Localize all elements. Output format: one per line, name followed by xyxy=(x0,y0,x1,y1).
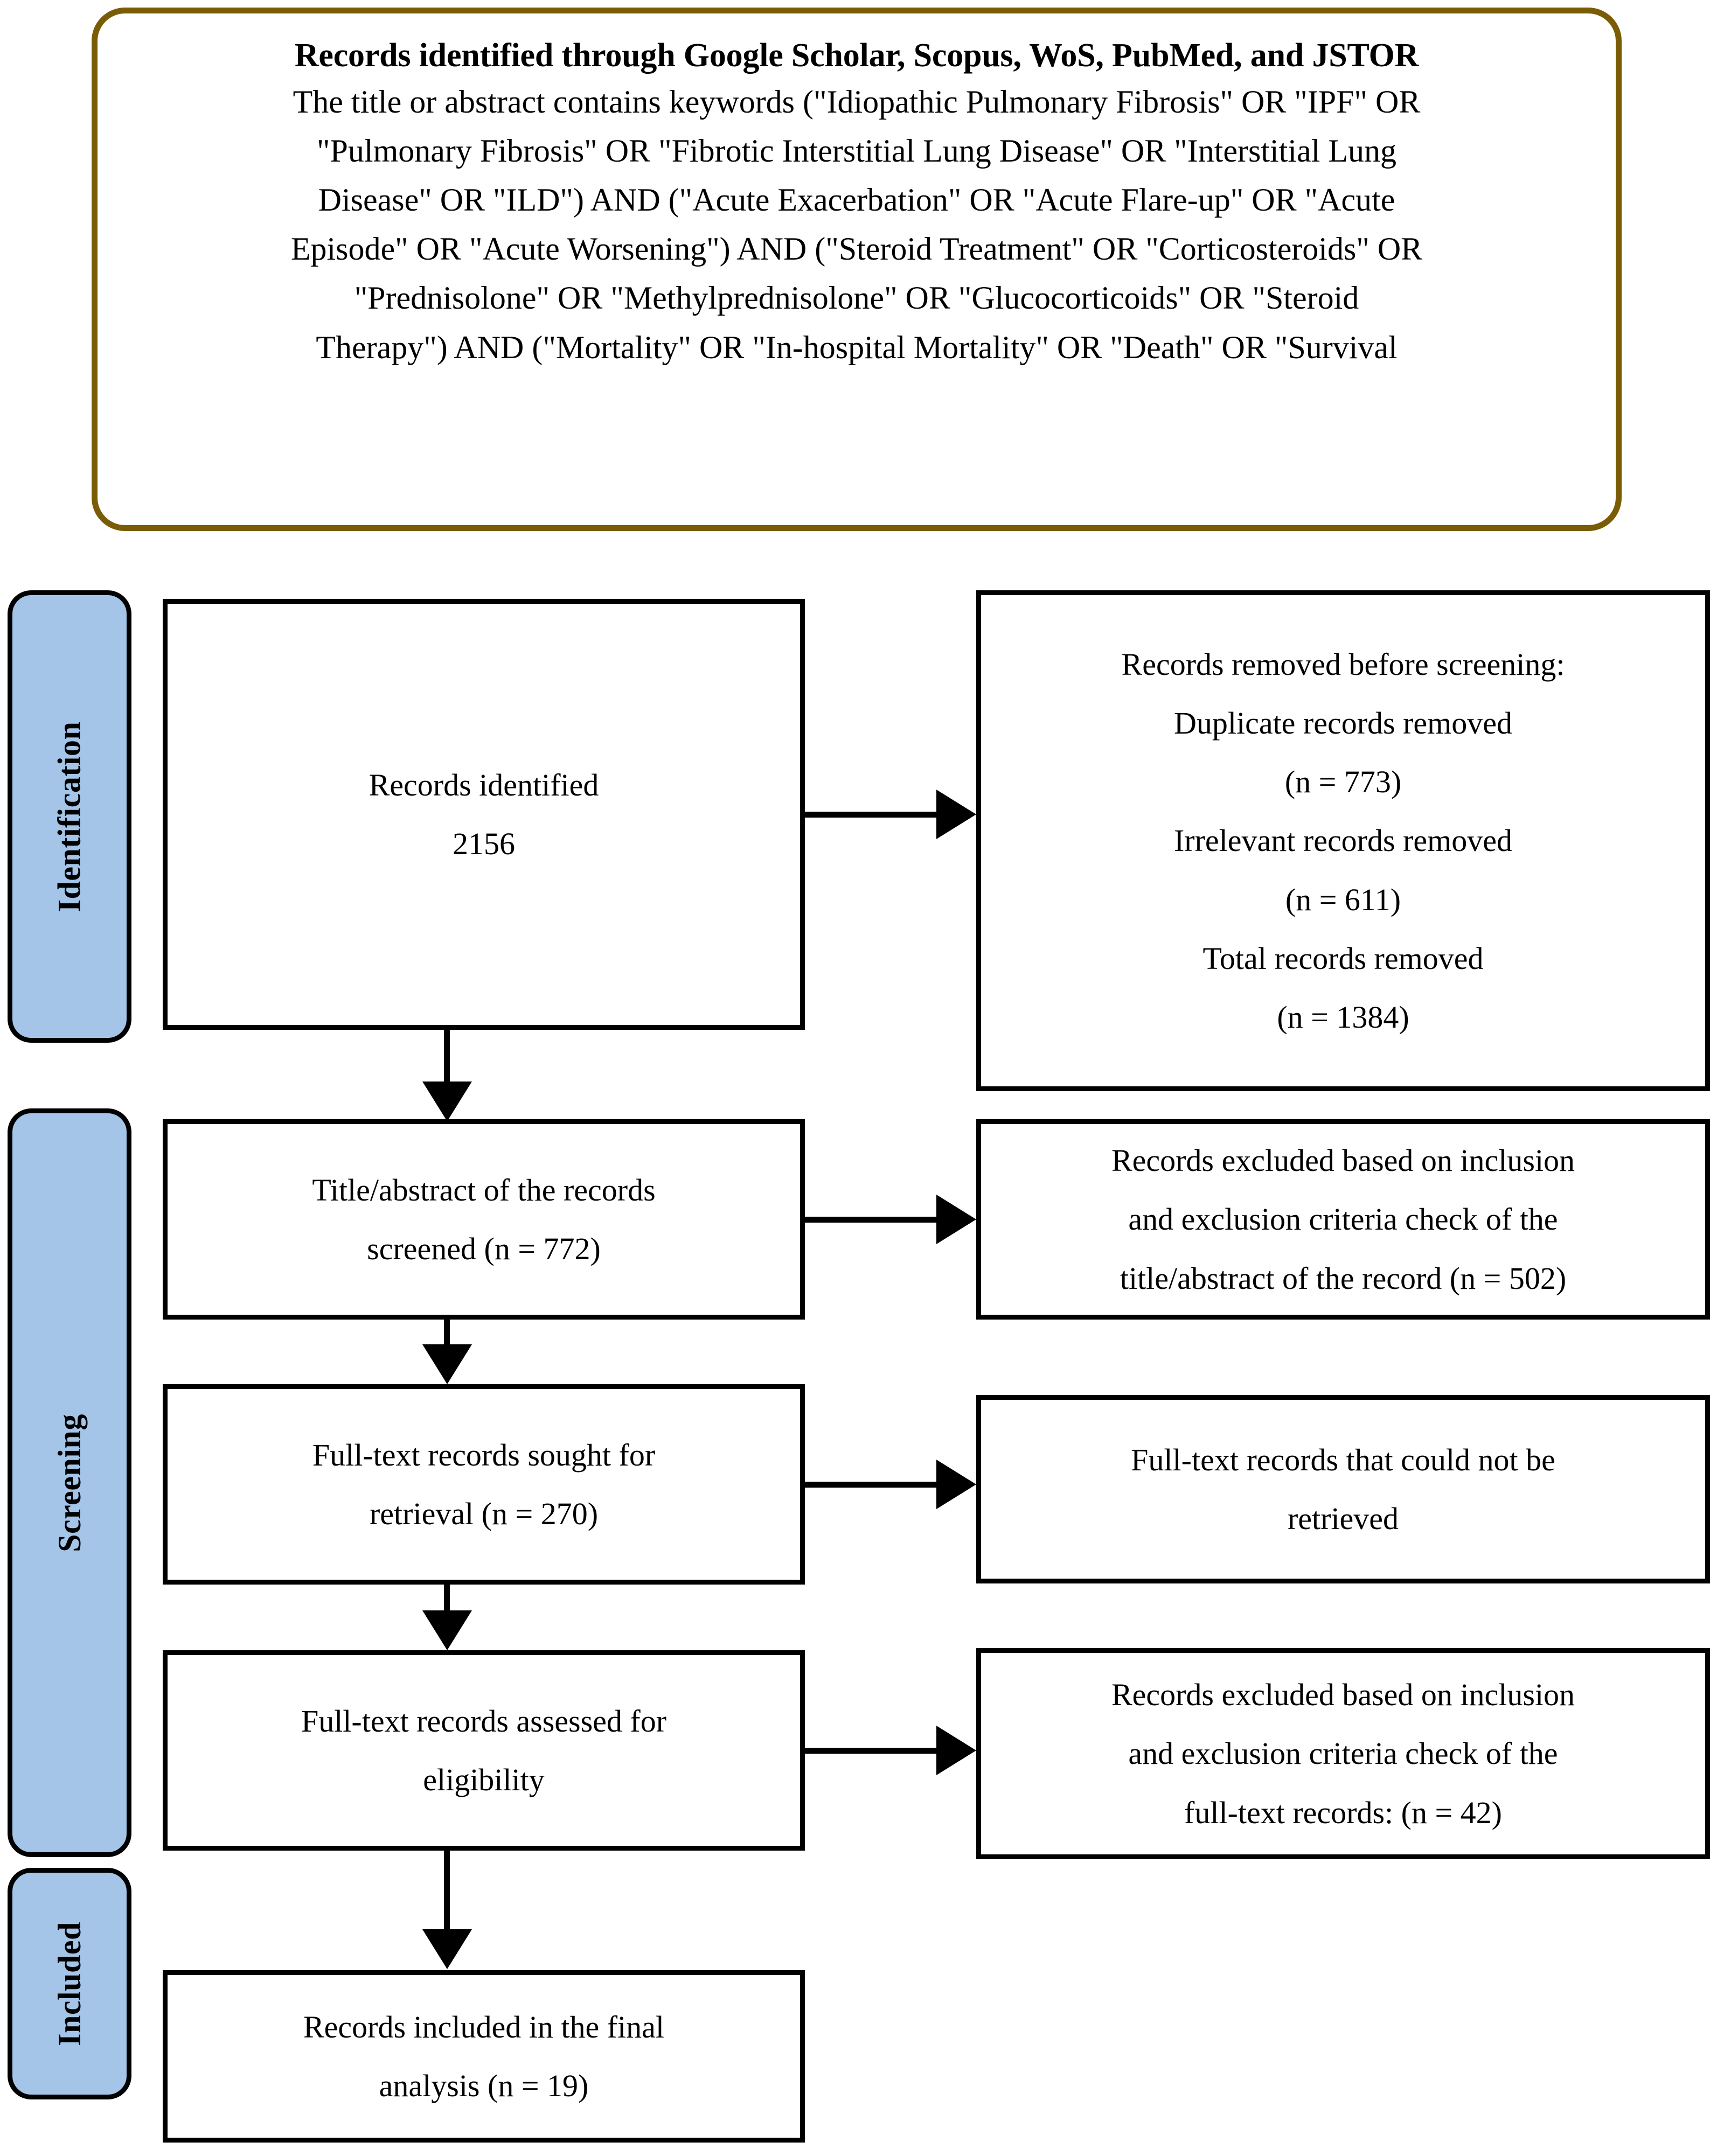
box-full-text-not-retrieved: Full-text records that could not be retr… xyxy=(976,1395,1710,1583)
box-line: Records excluded based on inclusion xyxy=(1111,1677,1575,1713)
box-records-identified: Records identified 2156 xyxy=(163,599,805,1030)
connector-sought-to-not-retrieved xyxy=(805,1482,936,1488)
box-line: Records included in the final xyxy=(303,2009,665,2045)
arrowhead-identified-to-screened xyxy=(422,1082,472,1121)
box-line: (n = 1384) xyxy=(1277,999,1409,1035)
search-query-line: Episode" OR "Acute Worsening") AND ("Ste… xyxy=(290,231,1423,267)
box-line: screened (n = 772) xyxy=(367,1231,601,1266)
connector-assessed-to-excluded-ft xyxy=(805,1748,936,1754)
arrowhead-sought-to-not-retrieved xyxy=(936,1460,976,1509)
connector-screened-to-sought xyxy=(444,1320,450,1344)
box-line: retrieval (n = 270) xyxy=(369,1496,599,1531)
connector-sought-to-assessed xyxy=(444,1585,450,1610)
box-title-abstract-screened: Title/abstract of the records screened (… xyxy=(163,1119,805,1320)
search-query-line: The title or abstract contains keywords … xyxy=(293,83,1421,120)
connector-identified-to-screened xyxy=(444,1030,450,1087)
box-line: and exclusion criteria check of the xyxy=(1128,1202,1558,1237)
box-records-included-final-analysis: Records included in the final analysis (… xyxy=(163,1970,805,2143)
box-records-excluded-title-abstract: Records excluded based on inclusion and … xyxy=(976,1119,1710,1320)
box-records-excluded-full-text: Records excluded based on inclusion and … xyxy=(976,1648,1710,1859)
stage-pill-screening: Screening xyxy=(8,1108,131,1857)
box-full-text-assessed-for-eligibility: Full-text records assessed for eligibili… xyxy=(163,1650,805,1851)
box-line: full-text records: (n = 42) xyxy=(1184,1795,1502,1830)
box-line: and exclusion criteria check of the xyxy=(1128,1736,1558,1771)
box-full-text-sought-for-retrieval: Full-text records sought for retrieval (… xyxy=(163,1384,805,1585)
search-strategy-query: The title or abstract contains keywords … xyxy=(129,78,1584,372)
box-line: 2156 xyxy=(452,826,515,861)
box-line: Full-text records assessed for xyxy=(301,1703,667,1739)
box-line: Total records removed xyxy=(1202,940,1484,976)
stage-label-identification: Identification xyxy=(51,721,87,912)
arrowhead-screened-to-excluded-ta xyxy=(936,1195,976,1244)
box-line: (n = 611) xyxy=(1285,882,1401,917)
arrowhead-identified-to-removed xyxy=(936,790,976,839)
stage-label-screening: Screening xyxy=(51,1413,87,1552)
stage-label-included: Included xyxy=(51,1921,87,2046)
connector-identified-to-removed xyxy=(805,812,936,818)
connector-assessed-to-included xyxy=(444,1851,450,1929)
arrowhead-sought-to-assessed xyxy=(422,1610,472,1650)
box-records-removed-before-screening: Records removed before screening: Duplic… xyxy=(976,590,1710,1091)
search-query-line: Disease" OR "ILD") AND ("Acute Exacerbat… xyxy=(318,182,1395,218)
search-query-line: "Prednisolone" OR "Methylprednisolone" O… xyxy=(354,280,1359,316)
box-line: Records removed before screening: xyxy=(1121,647,1565,682)
arrowhead-screened-to-sought xyxy=(422,1344,472,1384)
box-line: Duplicate records removed xyxy=(1173,706,1513,741)
search-query-line: Therapy") AND ("Mortality" OR "In-hospit… xyxy=(316,329,1398,365)
box-line: Records excluded based on inclusion xyxy=(1111,1143,1575,1178)
search-query-line: "Pulmonary Fibrosis" OR "Fibrotic Inters… xyxy=(317,132,1396,169)
box-line: (n = 773) xyxy=(1284,764,1402,800)
box-line: Title/abstract of the records xyxy=(312,1172,656,1208)
box-line: Records identified xyxy=(369,767,599,803)
box-line: Full-text records sought for xyxy=(312,1437,656,1473)
box-line: title/abstract of the record (n = 502) xyxy=(1120,1260,1567,1296)
connector-screened-to-excluded-ta xyxy=(805,1217,936,1223)
box-line: Irrelevant records removed xyxy=(1173,823,1512,859)
search-strategy-title: Records identified through Google Schola… xyxy=(294,37,1419,74)
arrowhead-assessed-to-included xyxy=(422,1929,472,1969)
search-strategy-box: Records identified through Google Schola… xyxy=(92,8,1622,531)
stage-pill-identification: Identification xyxy=(8,590,131,1043)
box-line: retrieved xyxy=(1287,1501,1399,1536)
box-line: Full-text records that could not be xyxy=(1131,1442,1555,1477)
stage-pill-included: Included xyxy=(8,1868,131,2099)
arrowhead-assessed-to-excluded-ft xyxy=(936,1726,976,1775)
box-line: analysis (n = 19) xyxy=(379,2068,589,2103)
box-line: eligibility xyxy=(423,1762,545,1797)
